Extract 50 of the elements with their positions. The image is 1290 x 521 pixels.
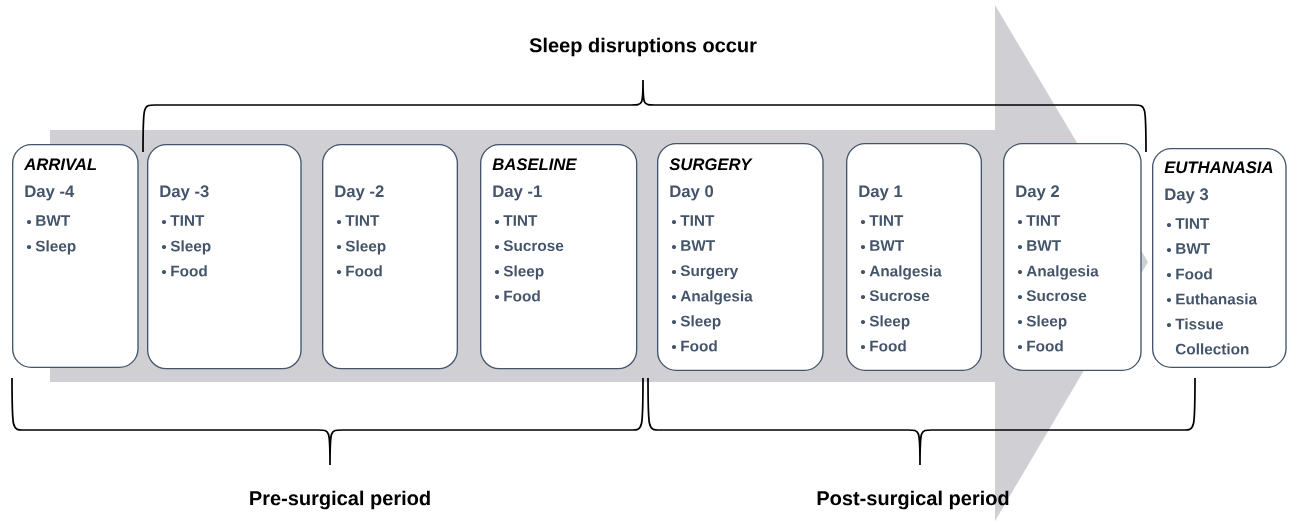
- period-label: Sleep disruptions occur: [529, 37, 757, 57]
- bullet-item: Sleep: [161, 240, 211, 255]
- day-label: Day 1: [859, 185, 903, 201]
- phase-heading: EUTHANASIA: [1164, 161, 1273, 174]
- bullet-item: Sleep: [26, 240, 76, 255]
- bullet-item: TINT: [336, 215, 380, 226]
- bullet-item: Food: [1166, 268, 1212, 280]
- bullet-item: Sleep: [494, 265, 544, 280]
- bullet-item: Surgery: [671, 265, 739, 280]
- phase-heading: ARRIVAL: [23, 158, 97, 170]
- period-label: Post-surgical period: [817, 490, 1009, 510]
- bullet-item: Sleep: [336, 240, 386, 255]
- bullet-item: Sleep: [1017, 315, 1067, 330]
- bullet-item: Food: [671, 340, 717, 352]
- bullet-item: Sucrose: [860, 290, 930, 302]
- day-label: Day 3: [1165, 188, 1209, 204]
- day-label: Day -3: [160, 185, 209, 201]
- bullet-item: BWT: [26, 215, 71, 226]
- bullet-item: Euthanasia: [1166, 293, 1258, 305]
- day-label: Day -1: [493, 185, 542, 201]
- phase-heading: BASELINE: [492, 158, 577, 171]
- phase-heading: SURGERY: [669, 158, 753, 171]
- bullet-item: Sleep: [671, 315, 721, 330]
- bullet-item: Food: [494, 290, 540, 302]
- day-label: Day -2: [335, 185, 384, 201]
- bullet-item: BWT: [671, 240, 715, 251]
- bullet-item: Food: [336, 265, 382, 277]
- bullet-item: TINT: [671, 215, 715, 226]
- bullet-item: BWT: [860, 240, 904, 251]
- bullet-item: TINT: [1017, 215, 1061, 226]
- bullet-item: Analgesia: [860, 265, 942, 280]
- bullet-item: BWT: [1166, 243, 1210, 254]
- bullet-item: BWT: [1017, 240, 1061, 251]
- bullet-item: Food: [1017, 340, 1063, 352]
- bullet-item: Food: [860, 340, 906, 352]
- day-label: Day 0: [670, 185, 714, 201]
- day-label: Day 2: [1016, 185, 1060, 201]
- bullet-item: Food: [161, 265, 207, 277]
- bullet-item: Sucrose: [1017, 290, 1087, 302]
- bullet-item: TINT: [494, 215, 538, 226]
- bullet-item: Tissue Collection: [1166, 318, 1249, 355]
- bullet-item: Analgesia: [1017, 265, 1099, 280]
- bullet-item: TINT: [1166, 218, 1210, 229]
- day-label: Day -4: [25, 185, 75, 201]
- bullet-item: Sleep: [860, 315, 910, 330]
- bullet-item: TINT: [161, 215, 205, 226]
- period-label: Pre-surgical period: [250, 490, 430, 510]
- bullet-item: Analgesia: [671, 290, 753, 305]
- bullet-item: TINT: [860, 215, 904, 226]
- bullet-item: Sucrose: [494, 240, 564, 252]
